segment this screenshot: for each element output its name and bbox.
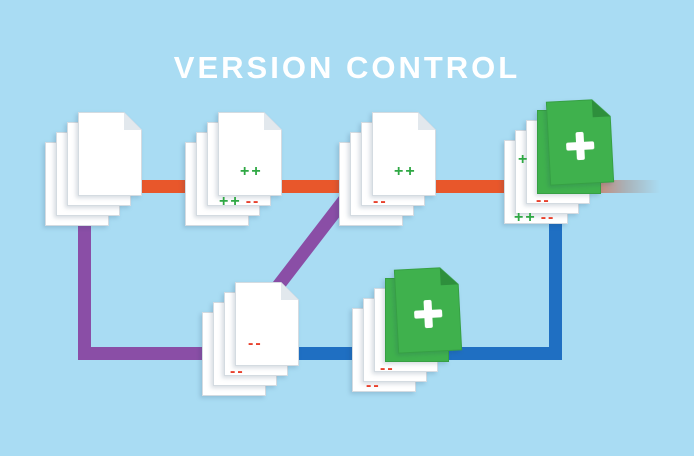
document-stack-branch-head: -- -- [352, 266, 462, 394]
minus-marks: -- [540, 209, 556, 226]
document-stack-main-head: + -- ++ -- [504, 98, 614, 226]
page-title: VERSION CONTROL [173, 50, 521, 85]
plus-marks: ++ [219, 193, 242, 210]
document-page [235, 282, 299, 366]
minus-marks: -- [536, 192, 551, 209]
minus-marks: -- [380, 360, 395, 377]
document-stack-commit-3: ++ -- [339, 112, 436, 226]
new-document-page-green [394, 266, 462, 353]
file-added-plus-icon [546, 99, 613, 185]
minus-marks: -- [245, 193, 261, 210]
diff-marks-row: -- [362, 377, 381, 394]
new-document-page-green [546, 98, 614, 185]
diff-marks-row: ++ [240, 163, 267, 180]
document-stack-initial-commit [45, 112, 142, 226]
plus-marks: + [518, 151, 530, 168]
diff-marks-row: -- [226, 363, 245, 380]
document-stack-branch-commit: -- -- [202, 282, 299, 396]
feature-branch-line-vertical [78, 186, 91, 360]
document-stack-commit-2: ++ ++ -- [185, 112, 282, 226]
diff-marks-row: + [518, 151, 533, 168]
minus-marks: -- [366, 377, 381, 394]
minus-marks: -- [373, 193, 388, 210]
document-page [218, 112, 282, 196]
diff-marks-row: -- [369, 193, 388, 210]
diff-marks-row: ++ -- [514, 209, 556, 226]
minus-marks: -- [230, 363, 245, 380]
document-page [372, 112, 436, 196]
diff-marks-row: -- [376, 360, 395, 377]
second-branch-line-vertical [549, 186, 562, 360]
plus-marks: ++ [240, 163, 263, 180]
plus-marks: ++ [394, 163, 417, 180]
minus-marks: -- [248, 335, 263, 352]
diff-marks-row: ++ [394, 163, 421, 180]
file-added-plus-icon [394, 267, 461, 353]
plus-marks: ++ [514, 209, 537, 226]
diff-marks-row: -- [532, 192, 551, 209]
diff-marks-row: ++ -- [219, 193, 261, 210]
document-page [78, 112, 142, 196]
diff-marks-row: -- [244, 335, 263, 352]
